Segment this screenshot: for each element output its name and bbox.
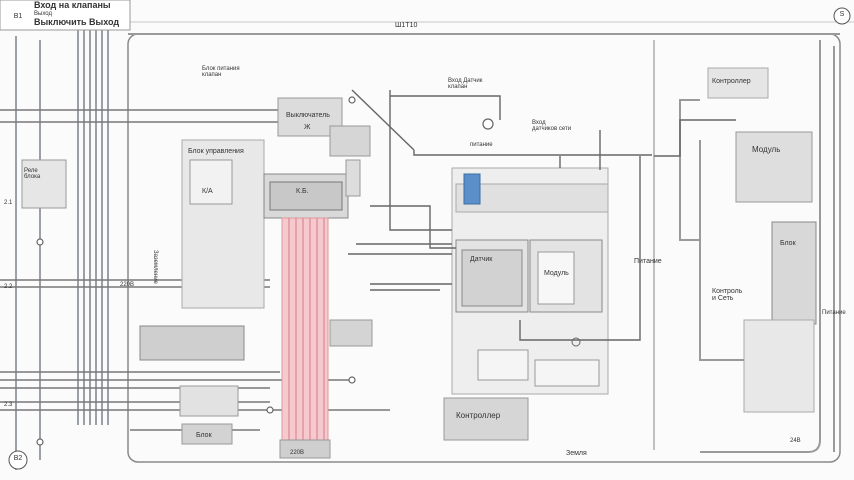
right-mid-label: Модуль <box>752 145 781 154</box>
header-title-1: Вход на клапаны <box>34 0 111 10</box>
right-top-label: Контроллер <box>712 78 751 85</box>
block-left-inner-label: К/А <box>202 188 213 195</box>
center-note: Вход датчиков сети <box>532 120 572 133</box>
sensor-note: Вход Датчик клапан <box>448 78 483 91</box>
mid-small-box <box>329 319 373 347</box>
right-lower-box <box>743 319 815 413</box>
terminal-top-label: К.Б. <box>296 188 309 195</box>
bottom-label-mid: 220В <box>290 450 305 456</box>
top-bus-label: Ш1Т10 <box>395 22 418 29</box>
right-rails <box>679 40 835 453</box>
right-bottom-small: 24В <box>790 438 801 444</box>
module-bottom-right <box>534 359 600 387</box>
top-left-note: Блок питания клапан <box>202 66 240 79</box>
module-led <box>571 337 581 347</box>
blue-terminal <box>463 173 481 205</box>
block-left-label: Блок управления <box>188 148 244 155</box>
bottom-center-label: Земля <box>566 450 587 457</box>
module-left-inner <box>461 249 523 307</box>
right-top-box <box>707 67 769 99</box>
bottom-left-small <box>179 385 239 417</box>
terminal-top-inner <box>269 181 343 211</box>
pink-harness-lines <box>288 218 325 446</box>
left-bundle <box>15 30 109 470</box>
bottom-left-block-label: Блок <box>196 432 212 439</box>
center-wires <box>348 89 736 341</box>
right-lower-label: Контроль и Сеть <box>712 288 743 303</box>
endpoints <box>36 96 494 446</box>
module-bottom-left <box>477 349 529 381</box>
header-title-3: Выключить Выход <box>34 17 120 27</box>
block-left-inner <box>189 159 233 205</box>
right-block-label: Блок <box>780 240 796 247</box>
right-vertical-label: Питание <box>822 310 846 316</box>
relay-left-label: Реле блока <box>24 168 41 181</box>
relay-left-box <box>21 159 67 209</box>
header-title-2: Выход <box>34 11 52 17</box>
center-small: питание <box>470 142 493 148</box>
side-label-3: 2.3 <box>4 402 13 408</box>
badge-s <box>833 7 851 25</box>
right-block <box>771 221 817 325</box>
center-sensor-label: Датчик <box>470 256 493 263</box>
switch-box-inner-label: Ж <box>304 124 311 131</box>
side-label-1: 2.1 <box>4 200 13 206</box>
corner-b1: B1 <box>13 13 23 20</box>
module-top-row <box>455 183 609 213</box>
harness-terminal <box>279 439 331 459</box>
bottom-left-block2 <box>181 423 233 445</box>
badge-b2 <box>8 450 28 470</box>
bottom-center-box <box>443 397 529 441</box>
module-label: Модуль <box>544 270 569 277</box>
bottom-box-label: Контроллер <box>456 411 501 420</box>
switch-box-2 <box>329 125 371 157</box>
header-box <box>0 0 131 31</box>
right-mid-box <box>735 131 813 203</box>
vertical-left-label: Заземление <box>152 250 158 284</box>
terminal-side <box>345 159 361 197</box>
pink-harness <box>281 217 329 447</box>
module-right-inner <box>537 251 575 305</box>
corner-b2: B2 <box>13 455 23 462</box>
feed-label: Питание <box>634 258 662 265</box>
bottom-left-block <box>139 325 245 361</box>
corner-s: S <box>839 11 845 18</box>
side-label-2: 2.2 <box>4 284 13 290</box>
switch-box-label: Выключатель <box>286 112 330 119</box>
side-label-right: 220В <box>120 282 135 288</box>
